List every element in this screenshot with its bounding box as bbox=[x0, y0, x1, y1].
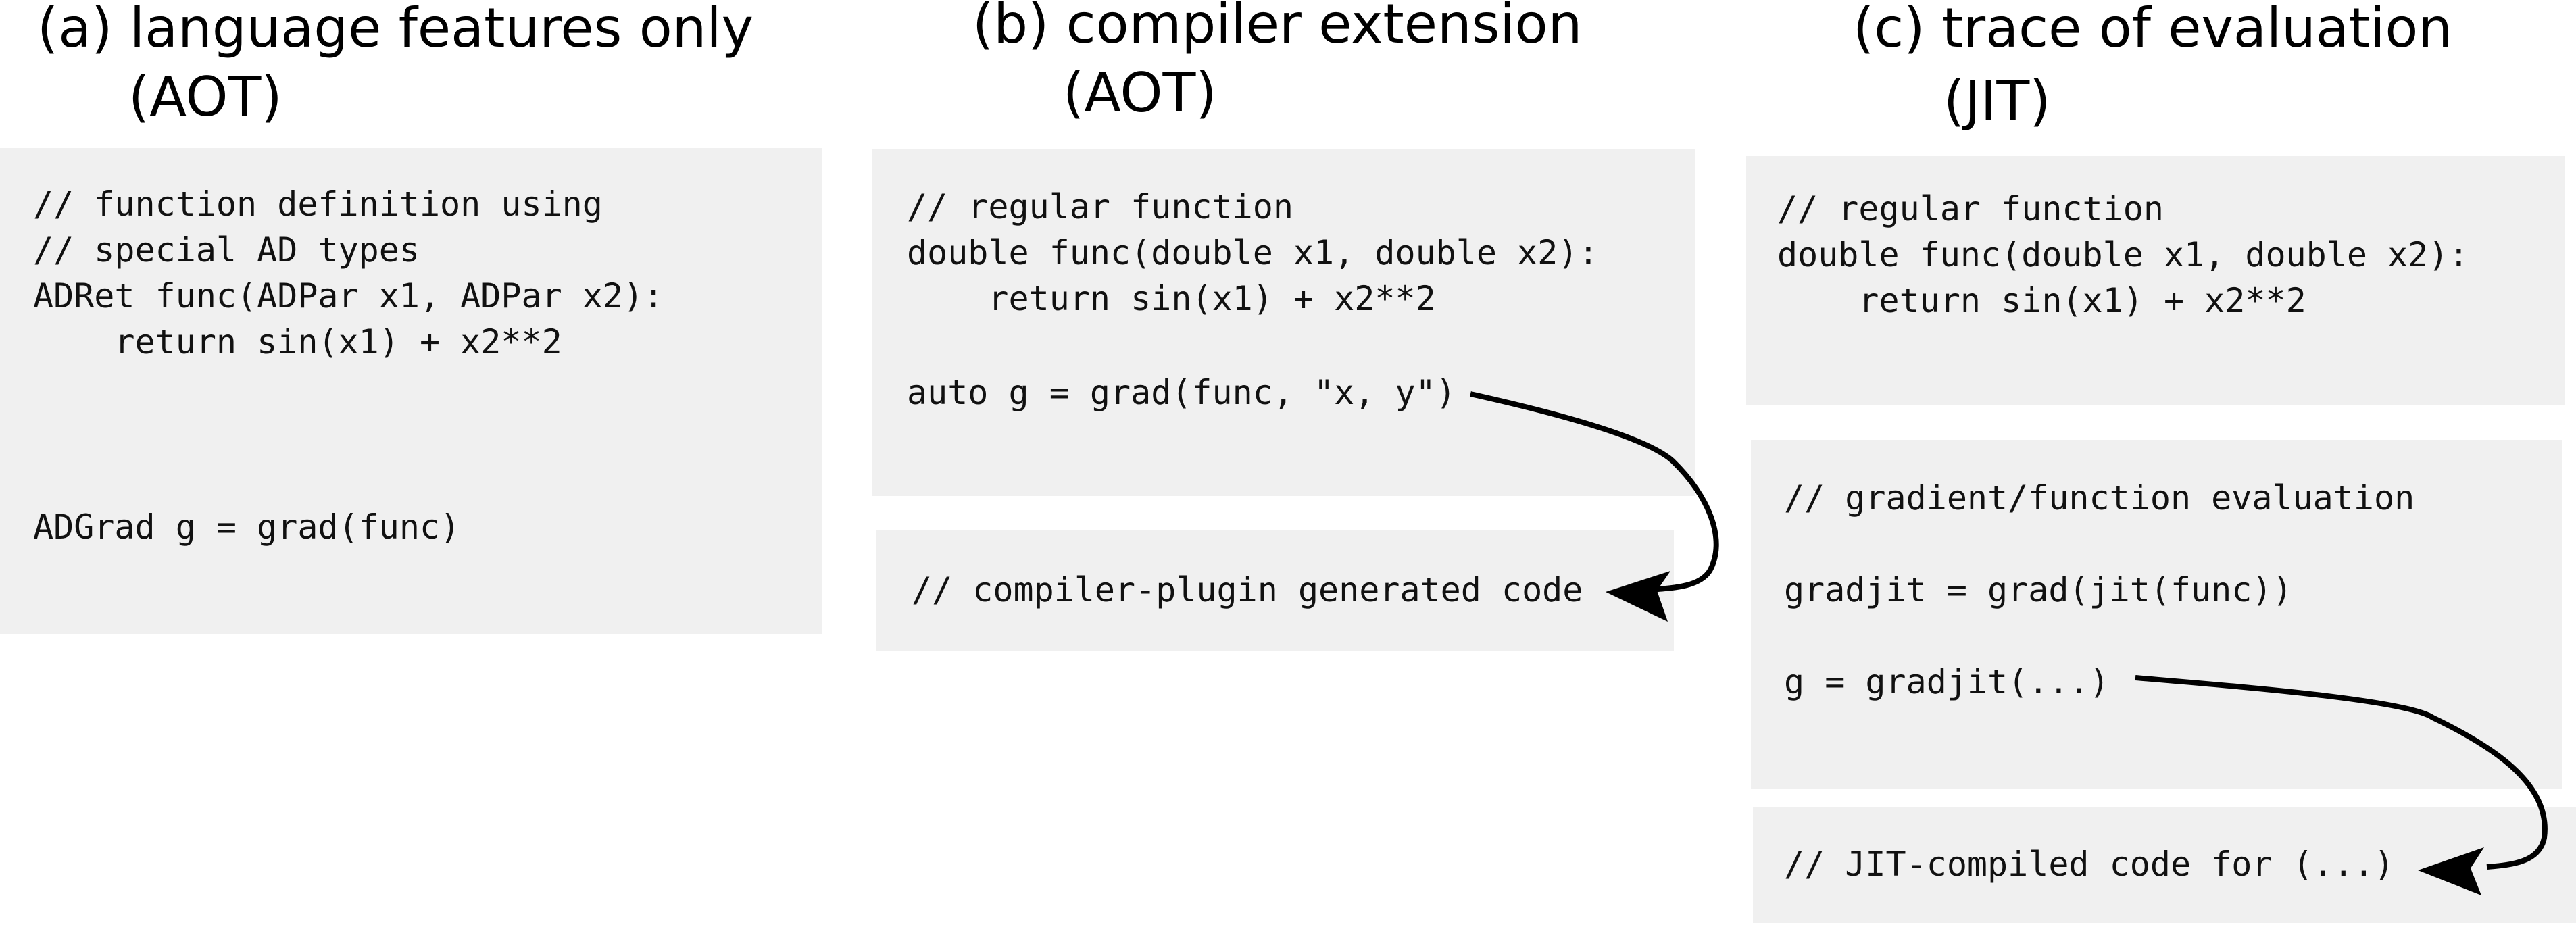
code-line: g = gradjit(...) bbox=[1784, 662, 2110, 701]
panel-c-subtitle: (JIT) bbox=[1943, 70, 2051, 132]
code-line: return sin(x1) + x2**2 bbox=[1777, 281, 2306, 320]
panel-a-code-box bbox=[0, 148, 822, 634]
code-line: ADRet func(ADPar x1, ADPar x2): bbox=[33, 276, 664, 316]
panel-a-title: (a) language features only bbox=[37, 0, 753, 59]
panel-b-subtitle: (AOT) bbox=[1063, 61, 1217, 124]
arrow-c bbox=[2135, 675, 2548, 895]
generated-code-line: // JIT-compiled code for (...) bbox=[1784, 845, 2395, 884]
arrow-b bbox=[1470, 391, 1719, 622]
panel-b-generated-box bbox=[876, 530, 1674, 651]
panel-c-eval-box bbox=[1751, 440, 2562, 789]
code-line: return sin(x1) + x2**2 bbox=[33, 322, 562, 361]
generated-code-line: // compiler-plugin generated code bbox=[912, 570, 1583, 609]
code-line: auto g = grad(func, "x, y") bbox=[907, 373, 1456, 412]
panel-a-subtitle: (AOT) bbox=[128, 66, 282, 128]
code-line: // function definition using bbox=[33, 184, 603, 224]
code-line: // regular function bbox=[1777, 189, 2164, 228]
panel-c-code-box bbox=[1746, 156, 2565, 405]
code-line: double func(double x1, double x2): bbox=[907, 233, 1599, 272]
panel-c-title: (c) trace of evaluation bbox=[1853, 0, 2453, 59]
panel-b-title: (b) compiler extension bbox=[972, 0, 1583, 55]
code-line: // special AD types bbox=[33, 230, 420, 270]
code-line: // regular function bbox=[907, 187, 1293, 226]
code-line: ADGrad g = grad(func) bbox=[33, 507, 461, 547]
code-line: return sin(x1) + x2**2 bbox=[907, 279, 1436, 318]
panel-b-code-box bbox=[872, 149, 1695, 496]
code-line: // gradient/function evaluation bbox=[1784, 478, 2415, 518]
code-line: gradjit = grad(jit(func)) bbox=[1784, 570, 2293, 609]
code-line: double func(double x1, double x2): bbox=[1777, 235, 2469, 274]
